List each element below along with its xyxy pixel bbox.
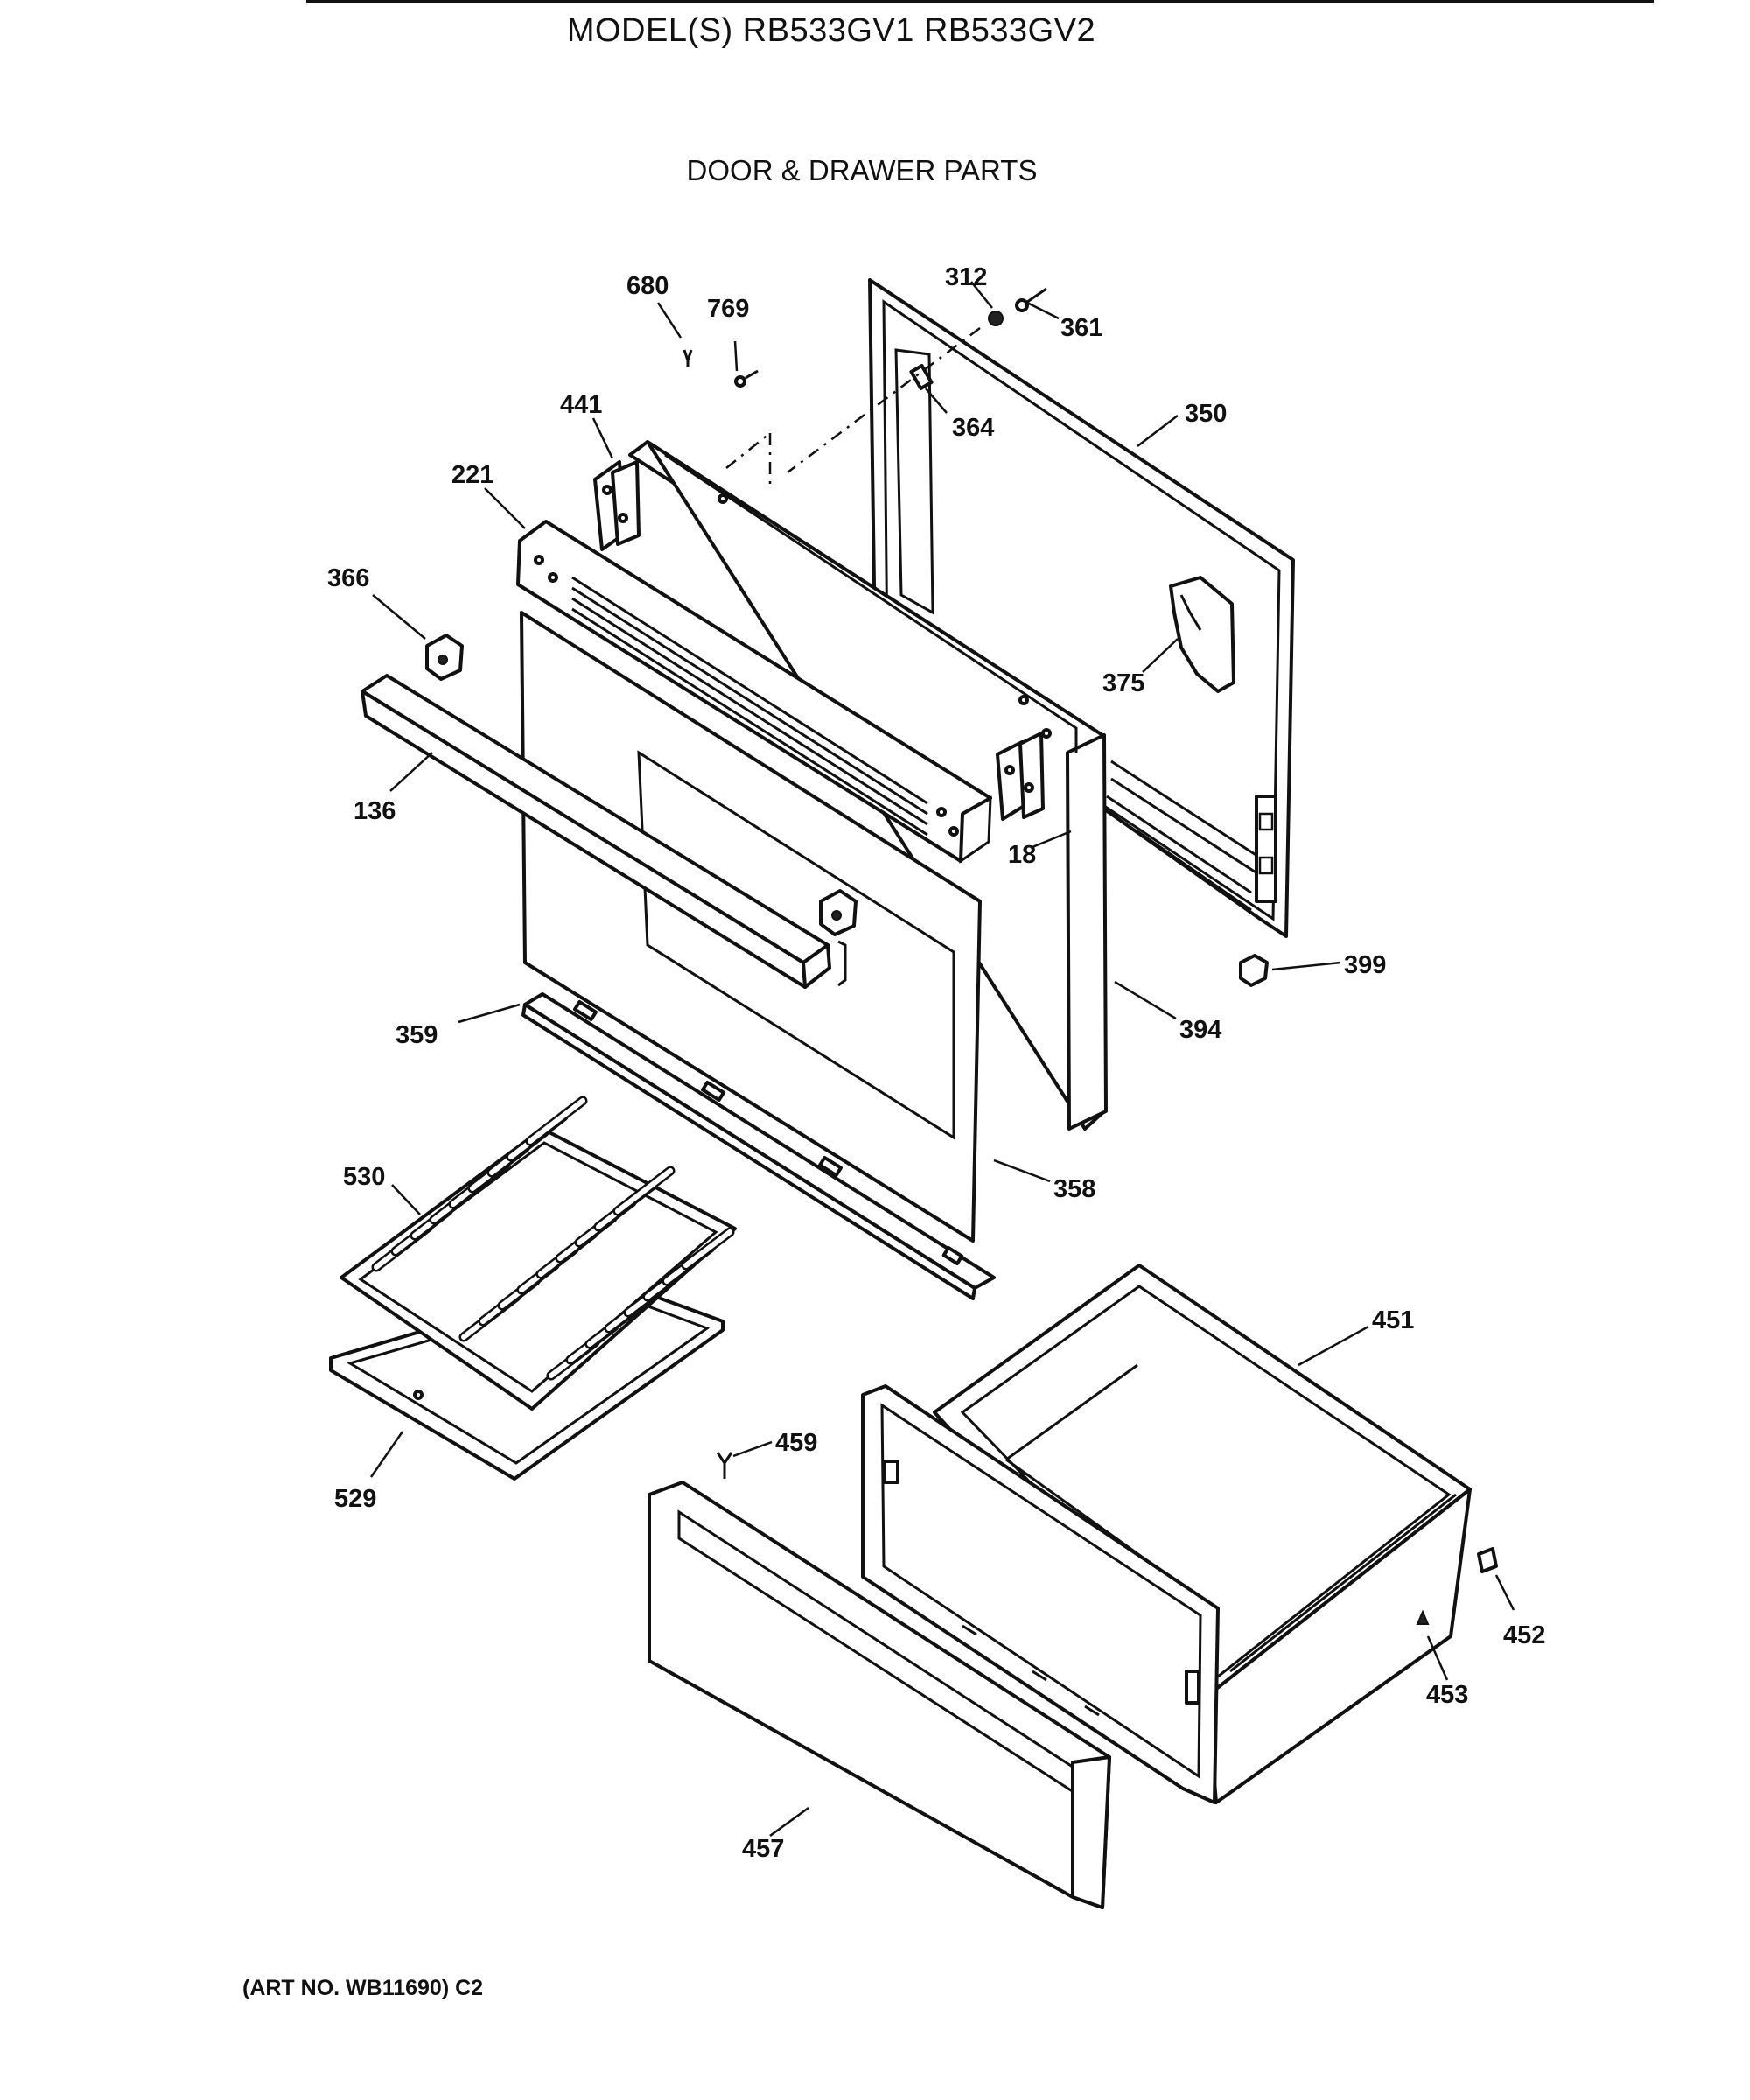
callout-452: 452	[1503, 1621, 1545, 1649]
callout-441: 441	[560, 391, 602, 419]
callout-221: 221	[452, 461, 494, 489]
callout-399: 399	[1344, 951, 1386, 979]
drawer-inner-front-part	[861, 1384, 1220, 1804]
callout-366: 366	[327, 564, 369, 592]
small-screws	[682, 349, 759, 388]
callout-358: 358	[1054, 1175, 1096, 1203]
rack-slot-inner	[615, 1168, 673, 1214]
callout-530: 530	[343, 1163, 385, 1191]
callout-394: 394	[1180, 1016, 1222, 1044]
door-bumper-part	[1239, 954, 1269, 987]
leader-lines	[369, 281, 1516, 1838]
door-screw-hardware	[787, 287, 1047, 473]
callout-labels: 680 769 312 361 364 350 441 221 366 375 …	[327, 263, 1545, 1863]
inner-door-panel-part	[868, 278, 1295, 938]
drawer-front-panel-part	[648, 1480, 1111, 1909]
callout-769: 769	[707, 295, 749, 323]
handle-end-caps	[425, 634, 858, 987]
callout-361: 361	[1060, 314, 1102, 342]
door-bottom-trim-part	[522, 992, 996, 1300]
callout-453: 453	[1426, 1681, 1468, 1709]
broiler-rack-part	[340, 1096, 737, 1410]
page-title: DOOR & DRAWER PARTS	[686, 154, 1038, 186]
callout-350: 350	[1185, 400, 1227, 428]
art-number: (ART NO. WB11690) C2	[242, 1976, 484, 2000]
drawer-hardware	[716, 1452, 1498, 1625]
hinge-bracket-part	[593, 460, 1045, 821]
callout-312: 312	[945, 263, 987, 291]
callout-375: 375	[1102, 669, 1144, 697]
callout-451: 451	[1372, 1306, 1414, 1334]
callout-529: 529	[334, 1485, 376, 1513]
callout-364: 364	[952, 414, 994, 442]
top-rule	[306, 0, 1654, 3]
insulation-pad-part	[1169, 576, 1236, 693]
callout-457: 457	[742, 1835, 784, 1863]
door-handle-part	[360, 674, 831, 989]
rack-slot-inner	[683, 1229, 732, 1268]
callout-18: 18	[1008, 841, 1036, 869]
callout-459: 459	[775, 1429, 817, 1457]
vent-trim-part	[516, 520, 992, 864]
rack-slot-inner	[528, 1098, 585, 1144]
callout-680: 680	[626, 272, 668, 300]
callout-136: 136	[354, 797, 396, 825]
callout-359: 359	[396, 1021, 438, 1049]
model-title: MODEL(S) RB533GV1 RB533GV2	[566, 12, 1096, 49]
